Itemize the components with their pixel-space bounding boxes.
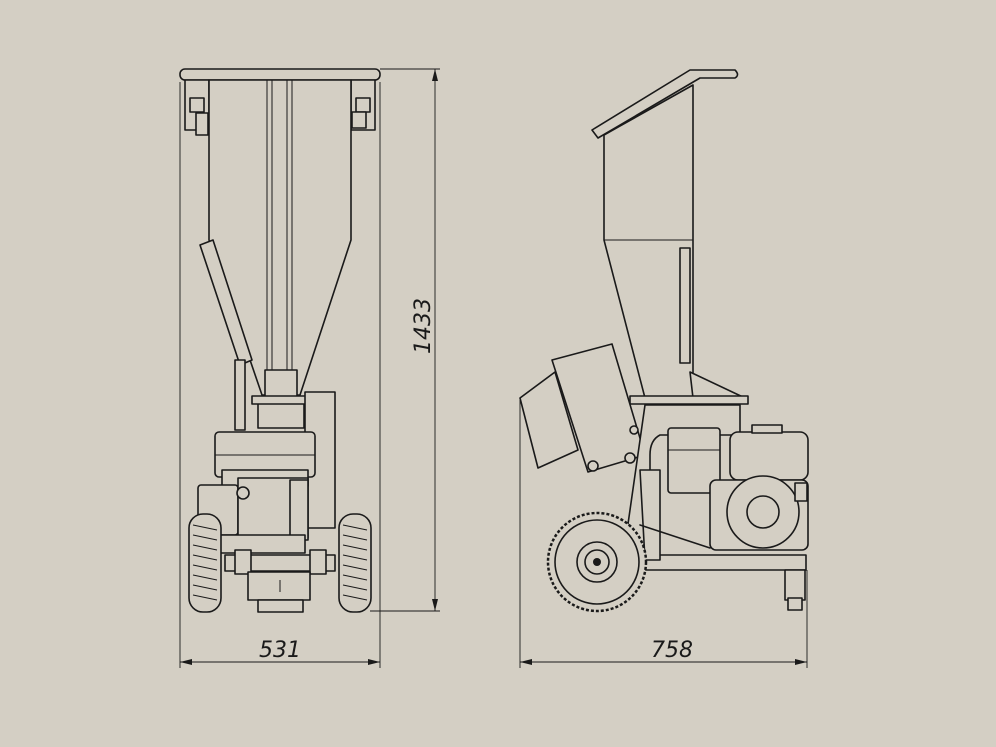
front-left-wheel [188, 513, 222, 613]
front-switch [195, 112, 209, 136]
side-view [519, 69, 809, 613]
front-view [179, 68, 381, 613]
side-handle [591, 69, 739, 139]
front-handle-bar [179, 68, 381, 81]
front-axle [224, 554, 336, 572]
front-right-wheel [338, 513, 372, 613]
side-engine-tank [667, 427, 721, 494]
front-base [247, 571, 311, 601]
dimension-lines [179, 68, 808, 668]
front-hopper [208, 79, 352, 396]
width-dimension-label: 531 [259, 638, 301, 663]
side-wheel [546, 511, 648, 613]
length-dimension-label: 758 [651, 638, 693, 663]
height-dimension-label: 1433 [411, 298, 436, 354]
